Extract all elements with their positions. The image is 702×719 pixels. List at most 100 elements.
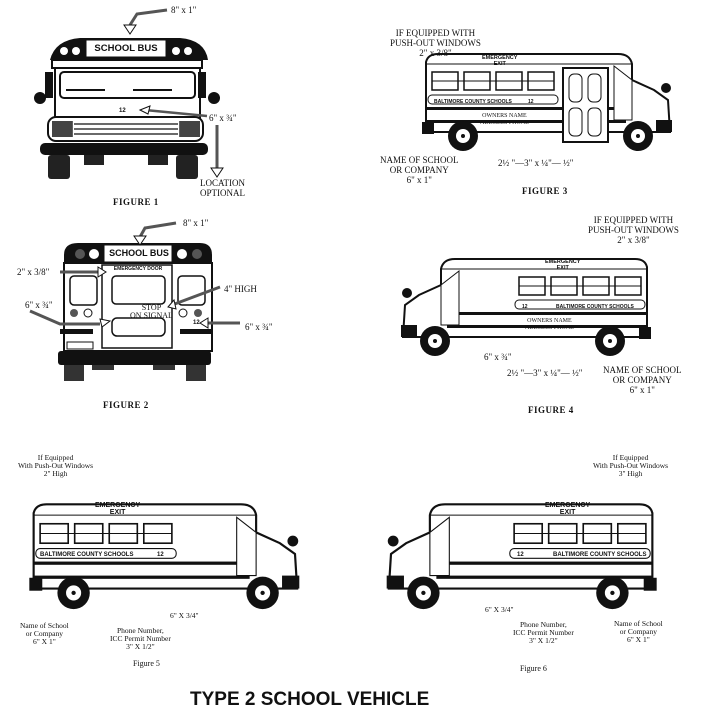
bus-number: 12 [517,552,524,558]
bus-outline [29,503,300,610]
owner-info-sign: OWNERS NAME ADDRESS PHONE [525,318,574,332]
bus-side-drawing [422,53,672,151]
label-line: 3" X 1/2" [126,642,155,651]
label-name-of-school: NAME OF SCHOOL OR COMPANY 6" x 1" [603,365,682,395]
bus-number: 12 [522,304,528,310]
bus-number: 12 [119,108,126,114]
school-name-sign: BALTIMORE COUNTY SCHOOLS [556,304,634,310]
label-number-size: 6" x ¾" [484,352,512,362]
label-line: Phone Number, [117,626,164,635]
label-line: 3" X 1/2" [529,636,558,645]
label-line: Name of School [614,619,663,628]
school-name-sign: BALTIMORE COUNTY SCHOOLS [434,99,512,105]
stop-on-signal-sign: STOP ON SIGNAL [130,304,173,320]
school-name-sign: BALTIMORE COUNTY SCHOOLS [553,552,647,558]
label-name-of-school: Name of School or Company 6" X 1" [20,622,69,646]
label-number-size: 6" X 3/4" [485,605,514,614]
label-owner-size: 2½ "—3" x ¼"— ½" [507,368,583,378]
bus-number: 12 [157,552,164,558]
sign-line: EXIT [559,509,576,516]
sign-line: OWNERS NAME [482,113,527,119]
bus-side-drawing [401,258,651,356]
figure-caption: FIGURE 4 [528,405,574,415]
label-line: 6" x 1" [406,175,432,185]
label-push-out-windows: If Equipped With Push-Out Windows 2" Hig… [18,454,93,478]
label-line: 3" High [618,469,643,478]
label-line: NAME OF SCHOOL [380,155,459,165]
emergency-exit-sign: EMERGENCY EXIT [95,502,140,516]
school-bus-sign: SCHOOL BUS [94,43,158,54]
sign-line: EXIT [556,264,569,271]
label-line: LOCATION [200,178,245,188]
label-line: 2" High [43,469,68,478]
label-sign-size: 8" x 1" [171,5,197,15]
label-door-size: 2" x 3/8" [17,267,50,277]
figure-caption: Figure 6 [520,664,547,673]
bus-side-drawing [386,503,657,610]
label-phone-number: Phone Number, ICC Permit Number 3" X 1/2… [110,627,171,651]
page-title: TYPE 2 SCHOOL VEHICLE [190,689,430,710]
label-line: If Equipped [37,453,74,462]
emergency-door-sign: EMERGENCY DOOR [113,266,163,272]
label-number-size: 6" X 3/4" [170,611,199,620]
label-line: ICC Permit Number [513,628,574,637]
label-line: 2" x 3/8" [617,235,650,245]
label-line: Phone Number, [520,620,567,629]
sign-line: EMERGENCY [545,502,591,509]
sign-line: STOP [141,303,162,312]
label-line: or Company [25,629,64,638]
label-number-size: 6" x ¾" [209,113,237,123]
sign-line: OWNERS NAME [527,318,572,324]
label-right-number-size: 6" x ¾" [245,322,273,332]
sign-line: ADDRESS PHONE [480,120,529,126]
sign-line: EXIT [109,509,126,516]
bus-outline [401,258,651,356]
label-line: If Equipped [612,453,649,462]
label-line: OR COMPANY [612,375,672,385]
label-name-of-school: NAME OF SCHOOL OR COMPANY 6" x 1" [380,155,459,185]
label-line: PUSH-OUT WINDOWS [390,38,481,48]
sign-line: EMERGENCY [482,55,518,61]
bus-number: 12 [193,320,200,326]
label-line: ICC Permit Number [110,634,171,643]
label-line: OPTIONAL [200,188,245,198]
bus-side-drawing [29,503,300,610]
figure-caption: FIGURE 2 [103,400,149,410]
label-line: 2" x 3/8" [419,48,452,58]
emergency-exit-sign: EMERGENCY EXIT [545,259,581,271]
label-line: IF EQUIPPED WITH [593,215,674,225]
label-line: With Push-Out Windows [593,461,669,470]
label-location-optional: LOCATION OPTIONAL [200,178,245,198]
bus-outline [386,503,657,610]
label-stop-size: 4" HIGH [224,284,257,294]
sign-line: ON SIGNAL [130,311,173,320]
label-push-out-windows: IF EQUIPPED WITH PUSH-OUT WINDOWS 2" x 3… [390,28,481,58]
bus-number: 12 [528,99,534,105]
figure-caption: FIGURE 1 [113,197,159,207]
sign-line: EMERGENCY [95,502,141,509]
bus-rear-drawing [29,221,240,381]
label-owner-size: 2½ "—3" x ¼"— ½" [498,158,574,168]
emergency-exit-sign: EMERGENCY EXIT [482,55,518,67]
label-line: 6" X 1" [626,635,650,644]
label-push-out-windows: If Equipped With Push-Out Windows 3" Hig… [593,454,668,478]
figure-caption: Figure 5 [133,659,160,668]
school-name-sign: BALTIMORE COUNTY SCHOOLS [40,552,134,558]
figure-caption: FIGURE 3 [522,186,568,196]
emergency-exit-sign: EMERGENCY EXIT [545,502,590,516]
sign-line: EMERGENCY [545,259,581,265]
label-name-of-school: Name of School or Company 6" X 1" [614,620,663,644]
label-line: PUSH-OUT WINDOWS [588,225,679,235]
label-line: or Company [619,627,658,636]
label-line: NAME OF SCHOOL [603,365,682,375]
label-line: 6" x 1" [629,385,655,395]
sign-line: EXIT [493,60,506,67]
label-sign-size: 8" x 1" [183,218,209,228]
label-line: OR COMPANY [389,165,449,175]
sign-line: ADDRESS PHONE [525,325,574,331]
label-line: IF EQUIPPED WITH [395,28,476,38]
label-push-out-windows: IF EQUIPPED WITH PUSH-OUT WINDOWS 2" x 3… [588,215,679,245]
owner-info-sign: OWNERS NAME ADDRESS PHONE [480,113,529,127]
label-line: With Push-Out Windows [18,461,94,470]
